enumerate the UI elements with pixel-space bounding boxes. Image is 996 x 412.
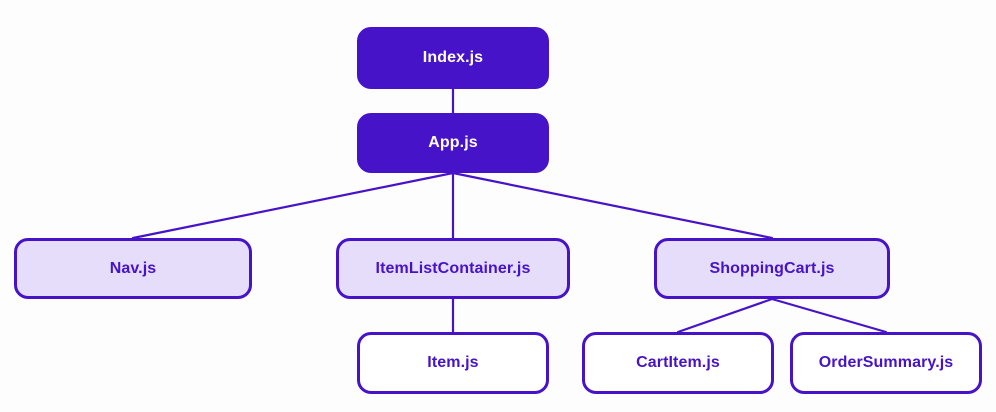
node-nav-js[interactable]: Nav.js <box>14 238 252 299</box>
node-label-item-js: Item.js <box>427 354 479 371</box>
node-itemlistcontainer-js[interactable]: ItemListContainer.js <box>336 238 570 299</box>
node-label-app-js: App.js <box>428 134 478 151</box>
node-item-js[interactable]: Item.js <box>357 332 549 394</box>
node-index-js[interactable]: Index.js <box>357 27 549 89</box>
edge-shoppingcart-to-ordersummary <box>770 297 888 334</box>
edge-app-to-shoppingcart <box>451 171 774 240</box>
node-label-ordersummary-js: OrderSummary.js <box>818 354 954 371</box>
node-shoppingcart-js[interactable]: ShoppingCart.js <box>654 238 890 299</box>
edge-shoppingcart-to-cartitem <box>676 297 774 334</box>
node-label-itemlistcontainer-js: ItemListContainer.js <box>375 259 531 277</box>
node-ordersummary-js[interactable]: OrderSummary.js <box>790 332 982 394</box>
node-app-js[interactable]: App.js <box>357 113 549 173</box>
node-label-cartitem-js: CartItem.js <box>636 354 720 371</box>
edge-app-to-nav <box>131 171 455 240</box>
node-label-shoppingcart-js: ShoppingCart.js <box>709 259 835 277</box>
node-label-nav-js: Nav.js <box>109 259 157 277</box>
node-cartitem-js[interactable]: CartItem.js <box>582 332 774 394</box>
node-label-index-js: Index.js <box>422 49 484 66</box>
